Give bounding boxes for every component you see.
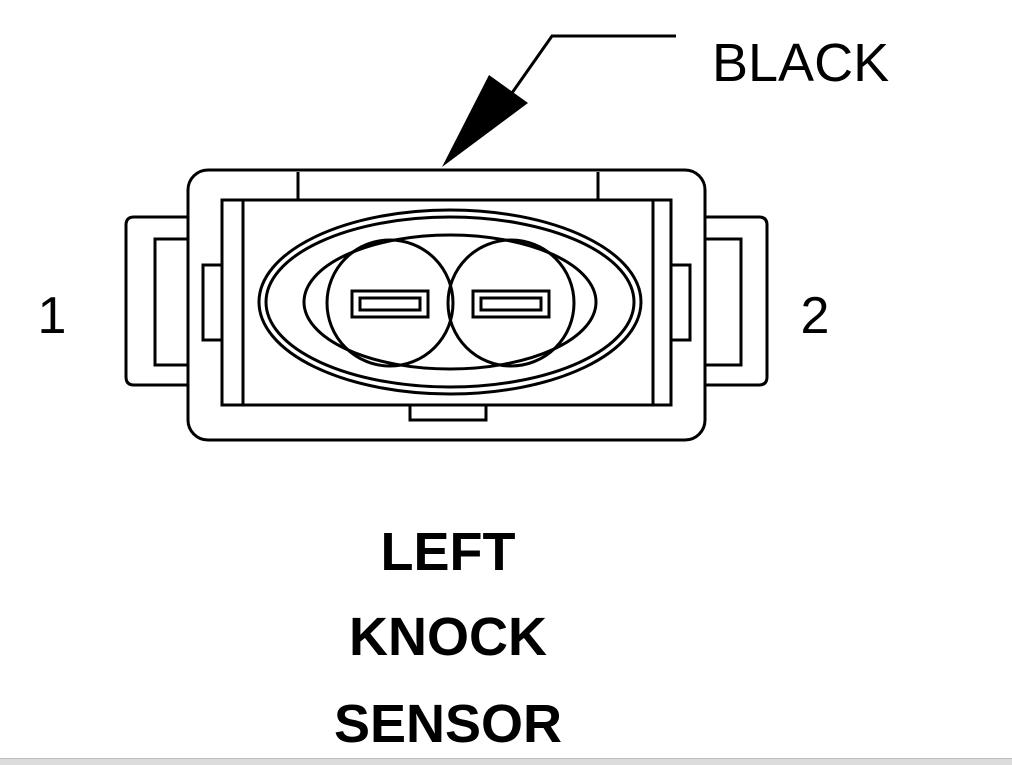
left-latch-tab (124, 215, 190, 387)
title-line-3: SENSOR (334, 694, 562, 754)
title-line-1: LEFT (381, 522, 516, 582)
pin-label-2: 2 (801, 287, 830, 345)
side-slots (201, 263, 692, 342)
connector-title: LEFT KNOCK SENSOR (334, 522, 562, 754)
pin-cavity-2 (446, 238, 576, 368)
oval-seal (257, 208, 643, 396)
callout-arrowhead (442, 75, 528, 167)
right-latch-tab (703, 215, 769, 387)
housing-top-ridge (296, 172, 600, 200)
color-callout-label: BLACK (712, 33, 889, 93)
pin-label-1: 1 (38, 287, 67, 345)
title-line-2: KNOCK (349, 607, 547, 667)
bottom-key (408, 403, 488, 422)
window-bottom-edge (0, 758, 1012, 765)
pin-cavity-1 (325, 238, 455, 368)
color-callout-leader (498, 34, 676, 111)
